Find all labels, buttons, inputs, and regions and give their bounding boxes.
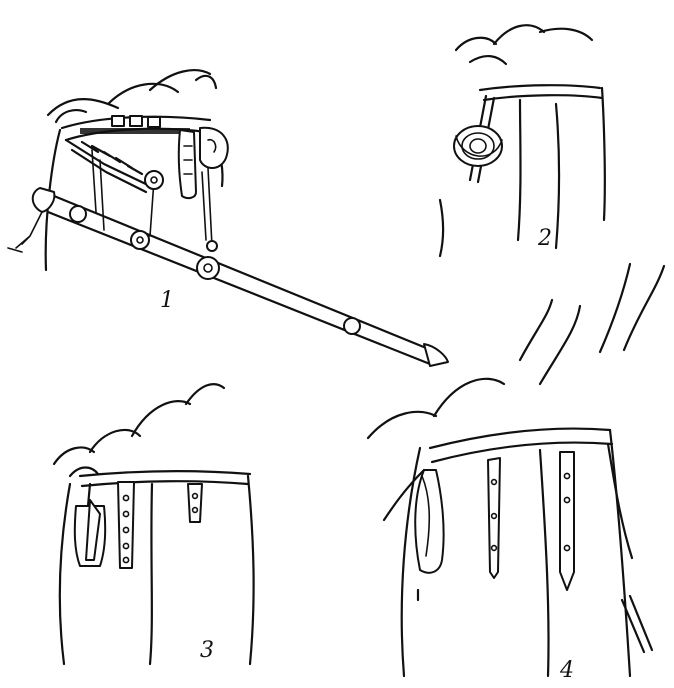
figure-3-belt-with-straps [54, 384, 254, 664]
figure-1-label: 1 [160, 290, 174, 312]
figure-4-belt-with-tied-cords [368, 264, 664, 676]
figure-4-label: 4 [560, 660, 574, 682]
figure-1-belt-with-rod [8, 70, 448, 366]
figure-2-label: 2 [538, 228, 552, 250]
figure-3-label: 3 [200, 640, 214, 662]
figure-2-belt-with-coil [440, 25, 605, 256]
